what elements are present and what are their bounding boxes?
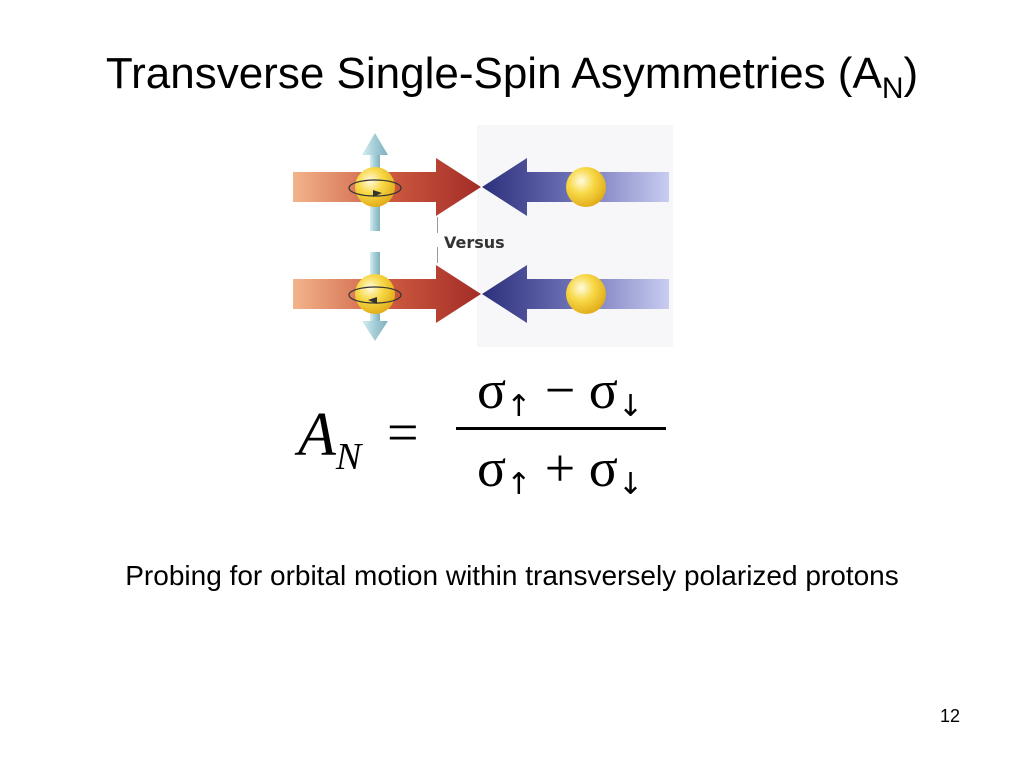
asymmetry-formula: AN = σ↑ − σ↓ σ↑ + σ↓ xyxy=(290,360,690,510)
versus-label: Versus xyxy=(444,233,505,252)
denominator-up-arrow-icon: ↑ xyxy=(506,467,532,502)
denominator-sigma-down: σ xyxy=(588,438,618,498)
bottom-collision-row xyxy=(293,252,669,341)
numerator-operator: − xyxy=(544,360,576,420)
denominator-down-arrow-icon: ↓ xyxy=(617,467,643,502)
right-panel-background xyxy=(477,125,673,347)
formula-numerator: σ↑ − σ↓ xyxy=(460,360,660,437)
spin-up-arrowhead-icon xyxy=(362,133,388,155)
numerator-sigma-up: σ xyxy=(477,360,507,420)
unpolarized-proton-top xyxy=(566,167,606,207)
numerator-up-arrow-icon: ↑ xyxy=(506,389,532,424)
slide-title: Transverse Single-Spin Asymmetries (AN) xyxy=(0,48,1024,115)
collision-diagram: Versus xyxy=(293,125,673,347)
slide-title-close: ) xyxy=(903,49,919,98)
polarized-proton-bottom xyxy=(355,274,395,314)
numerator-sigma-down: σ xyxy=(588,360,618,420)
versus-divider-top xyxy=(437,217,438,233)
formula-lhs-subscript: N xyxy=(335,436,362,478)
proton-collision-figure: Versus xyxy=(289,125,673,347)
formula-denominator: σ↑ + σ↓ xyxy=(460,438,660,515)
numerator-down-arrow-icon: ↓ xyxy=(617,389,643,424)
versus-divider-bottom xyxy=(437,247,438,263)
spin-down-arrowhead-icon xyxy=(362,321,388,341)
denominator-operator: + xyxy=(544,438,576,498)
formula-equals: = xyxy=(387,402,419,464)
fraction-bar xyxy=(456,427,666,430)
denominator-sigma-up: σ xyxy=(477,438,507,498)
rotation-direction-icon-top xyxy=(373,190,382,197)
unpolarized-proton-bottom xyxy=(566,274,606,314)
page-number: 12 xyxy=(939,706,961,726)
slide-title-text: Transverse Single-Spin Asymmetries (A xyxy=(105,49,882,98)
slide-title-subscript: N xyxy=(881,72,904,105)
formula-lhs-symbol: A xyxy=(298,401,336,469)
formula-lhs: AN xyxy=(298,400,361,492)
slide-caption: Probing for orbital motion within transv… xyxy=(125,560,899,591)
top-collision-row xyxy=(293,133,669,231)
rotation-direction-icon-bottom xyxy=(368,297,377,304)
polarized-proton-top xyxy=(355,167,395,207)
